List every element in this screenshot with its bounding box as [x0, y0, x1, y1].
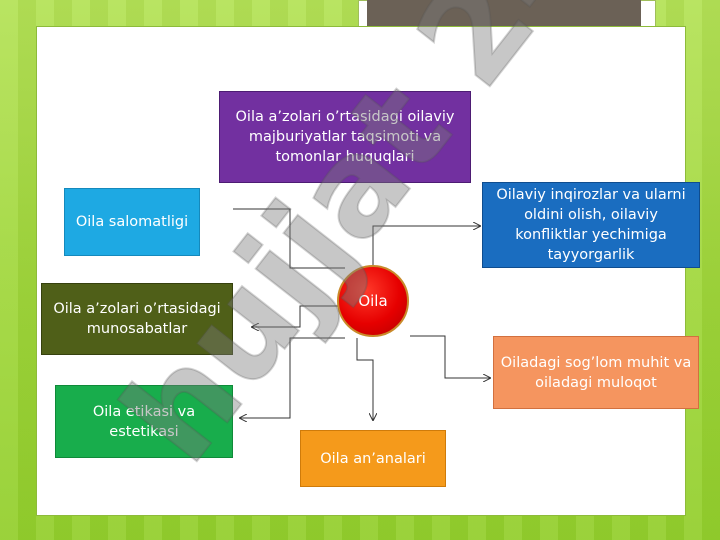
node-healthy-environment-text: Oiladagi sog’lom muhit va oiladagi muloq…	[500, 354, 692, 391]
node-family-obligations-text: Oila a’zolari o’rtasidagi oilaviy majbur…	[235, 109, 455, 165]
node-family-ethics: Oila etikasi va estetikasi	[55, 385, 233, 458]
node-family-crises-text: Oilaviy inqirozlar va ularni oldini olis…	[496, 187, 686, 263]
node-family-health-text: Oila salomatligi	[75, 214, 189, 230]
node-family-ethics-text: Oila etikasi va estetikasi	[92, 403, 196, 440]
center-node-label: Oila	[358, 292, 388, 310]
node-family-crises: Oilaviy inqirozlar va ularni oldini olis…	[482, 182, 700, 268]
connector-cyan	[233, 208, 345, 269]
node-family-traditions-text: Oila an’analari	[320, 450, 426, 467]
connector-orange	[356, 338, 373, 420]
connector-olive	[252, 305, 341, 327]
node-family-traditions: Oila an’analari	[300, 430, 446, 487]
node-family-health: Oila salomatligi	[64, 188, 200, 256]
center-node: Oila	[337, 265, 409, 337]
connector-salmon	[410, 335, 490, 378]
connector-green	[240, 337, 345, 418]
connector-blue	[372, 226, 480, 268]
node-healthy-environment: Oiladagi sog’lom muhit va oiladagi muloq…	[493, 336, 699, 409]
node-family-relations: Oila a’zolari o’rtasidagi munosabatlar	[41, 283, 233, 355]
node-family-obligations: Oila a’zolari o’rtasidagi oilaviy majbur…	[219, 91, 471, 183]
node-family-relations-text: Oila a’zolari o’rtasidagi munosabatlar	[53, 301, 221, 337]
